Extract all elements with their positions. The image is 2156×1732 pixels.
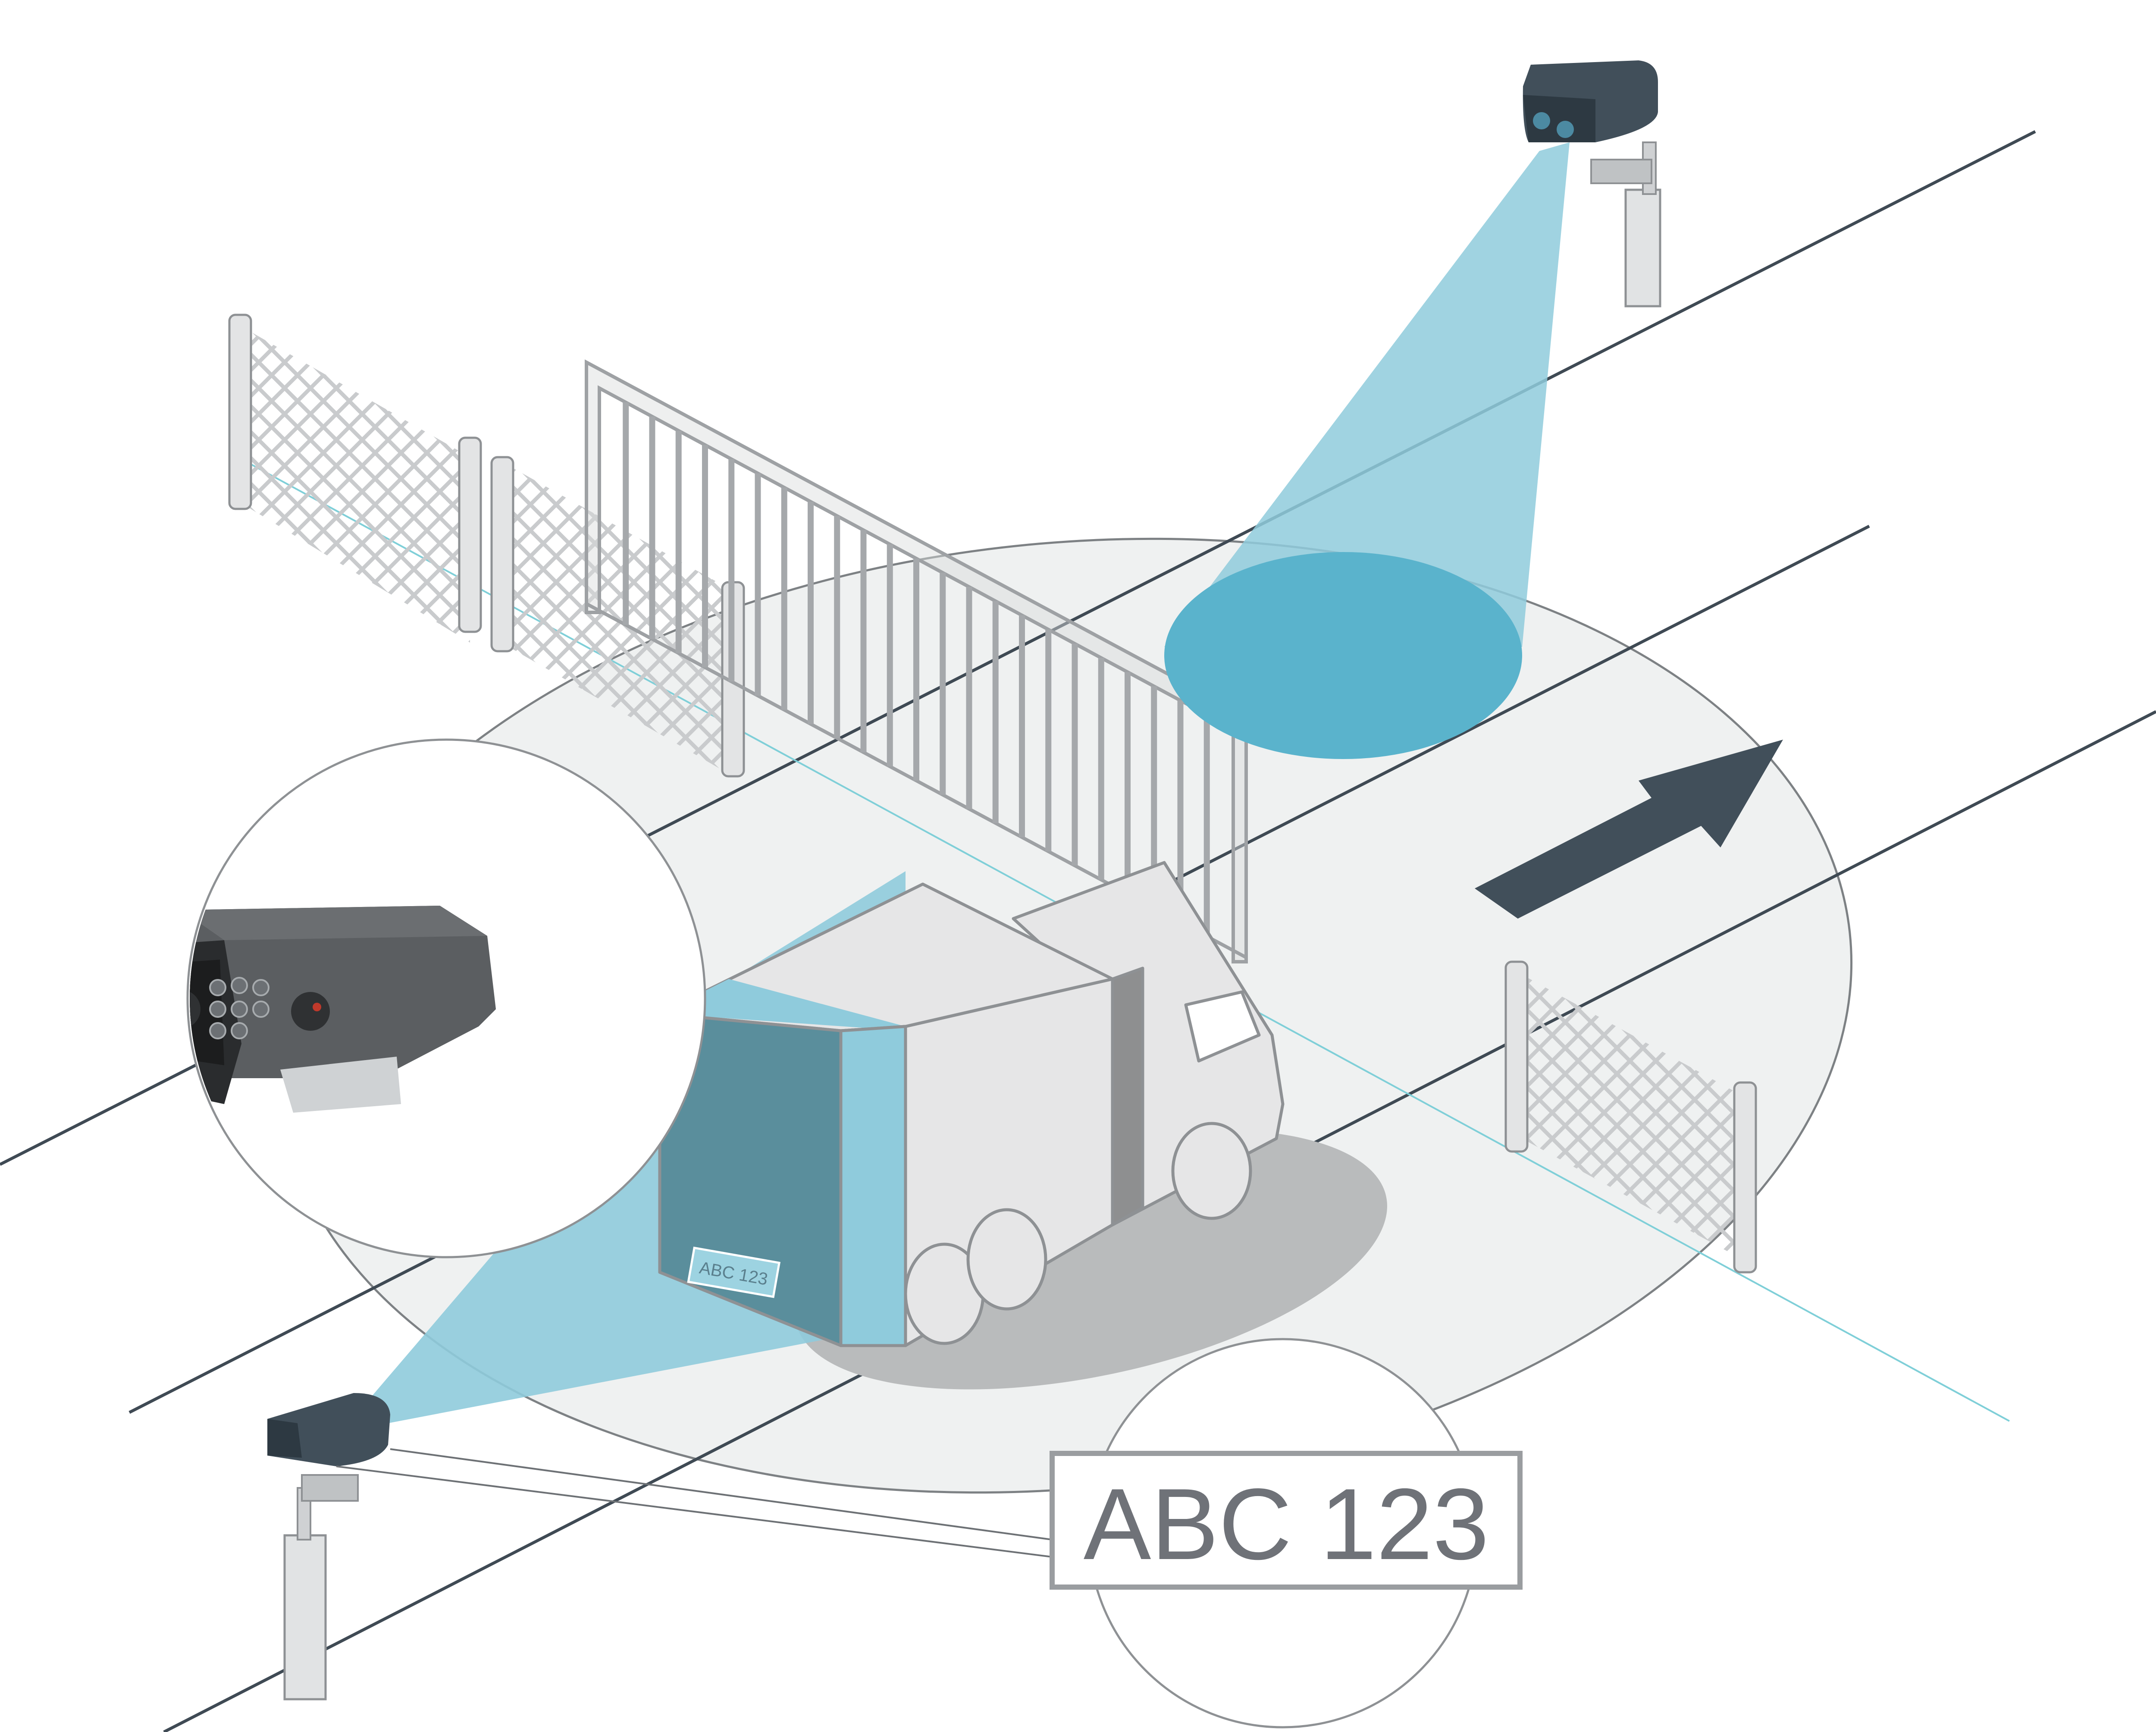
arrow-right-icon	[1475, 740, 1783, 919]
left-fence	[228, 314, 745, 778]
overhead-detection-spot	[1164, 552, 1522, 759]
connector-lines	[336, 1448, 1053, 1558]
truck	[658, 861, 1285, 1347]
overhead-camera-icon	[1164, 60, 1661, 759]
vehicle-plate: ABC 123	[687, 1246, 781, 1298]
roadside-camera-icon	[267, 1393, 390, 1701]
camera-closeup-icon	[186, 738, 706, 1258]
recognized-plate-text: ABC 123	[1084, 1467, 1489, 1581]
overhead-camera-beam	[1164, 142, 1570, 647]
plate-callout: ABC 123	[1050, 1338, 1523, 1729]
sliding-gate	[585, 359, 1248, 963]
right-fence	[1504, 960, 1757, 1274]
